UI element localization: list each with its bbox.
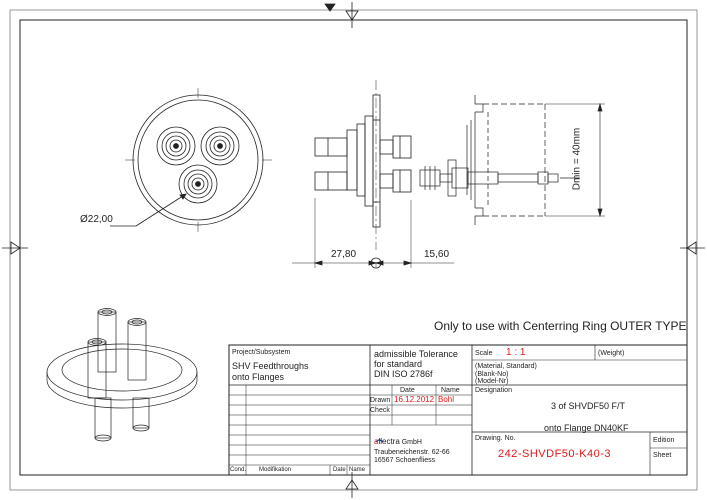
weight-label: (Weight)	[598, 350, 625, 357]
date-header: Date	[400, 387, 415, 394]
allectra-logo	[375, 439, 384, 443]
company-name-a: a	[374, 437, 379, 446]
drawing-number: 242-SHVDF50-K40-3	[498, 448, 612, 460]
outer-border	[9, 9, 698, 491]
title-block-grid	[228, 344, 688, 476]
date-footer-label: Date	[333, 467, 346, 473]
tolerance-line1: admissible Tolerance	[374, 349, 458, 359]
project-line1: SHV Feedthroughs	[232, 361, 309, 371]
drawn-label: Drawn	[370, 397, 391, 404]
right-length-dimension: 15,60	[424, 249, 450, 260]
designation-line1: 3 of SHVDF50 F/T	[551, 401, 626, 411]
model-label: (Model-Nr)	[475, 378, 509, 385]
drawn-name: Bohl	[438, 395, 455, 404]
tolerance-line3: DIN ISO 2786f	[374, 369, 433, 379]
left-length-dimension: 27,80	[331, 249, 357, 260]
assembly-section	[419, 95, 605, 225]
designation-label: Designation	[475, 387, 512, 394]
isometric-view	[46, 308, 198, 442]
blank-label: (Blank-No)	[475, 371, 509, 378]
edition-label: Edition	[653, 437, 675, 444]
company-street: Traubeneichenstr. 62-66	[374, 449, 450, 456]
designation-line2: onto Flange DN40KF	[544, 423, 629, 433]
scale-label: Scale	[475, 350, 493, 357]
company-suffix: GmbH	[399, 439, 422, 446]
project-line2: onto Flanges	[232, 372, 285, 382]
drawn-date: 16.12.2012	[394, 395, 435, 404]
company-city: 16567 Schoenfliess	[374, 457, 436, 464]
name-header: Name	[441, 387, 460, 394]
drawing-no-label: Drawing. No.	[475, 435, 516, 442]
scale-value: 1 : 1	[506, 347, 526, 358]
project-label: Project/Subsystem	[232, 349, 291, 356]
company-name: allectra GmbH	[374, 437, 422, 447]
dmin-dimension: Dmin = 40mm	[571, 127, 583, 191]
cond-label: Cond.	[230, 467, 247, 473]
diameter-dimension: Ø22,00	[80, 214, 113, 225]
company-name-b: llectra	[378, 437, 400, 446]
front-view	[110, 88, 272, 232]
side-view	[292, 80, 454, 269]
sheet-label: Sheet	[653, 452, 672, 459]
name-footer-label: Name	[349, 467, 366, 473]
modification-label: Modifikation	[259, 467, 292, 473]
tolerance-line2: for standard	[374, 359, 423, 369]
usage-note: Only to use with Centerring Ring OUTER T…	[434, 319, 687, 333]
material-label: (Material, Standard)	[475, 363, 537, 370]
check-label: Check	[370, 407, 390, 414]
